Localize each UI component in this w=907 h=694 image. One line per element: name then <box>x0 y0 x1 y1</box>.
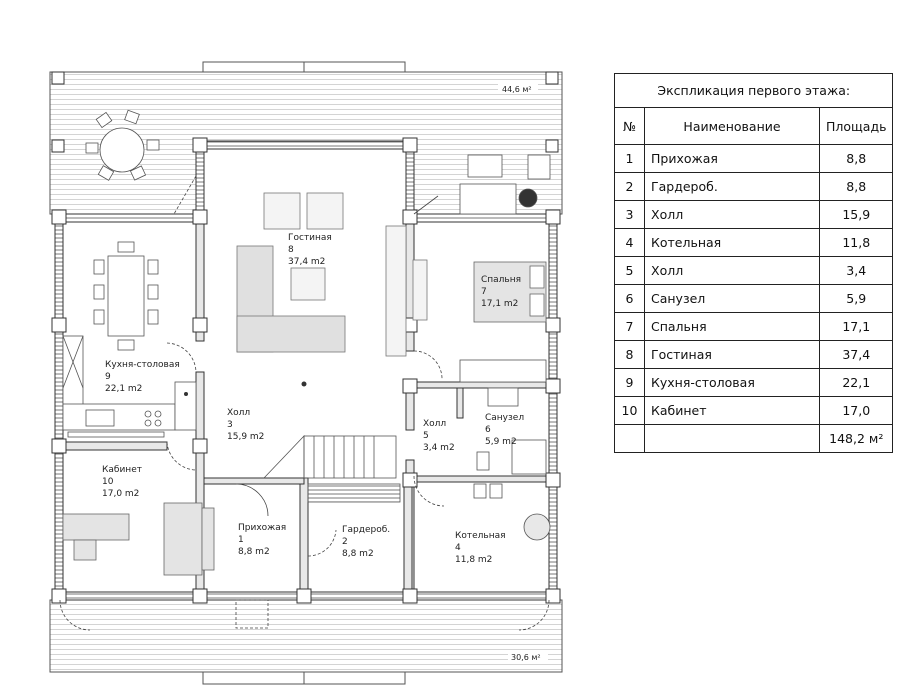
living-room-sofa <box>236 192 428 357</box>
stairs <box>263 435 401 503</box>
terrace-sofa <box>459 154 551 215</box>
svg-text:4: 4 <box>455 543 461 553</box>
svg-text:Спальня: Спальня <box>481 275 521 285</box>
room-label-bath: Санузел 6 5,9 m2 <box>485 413 524 447</box>
svg-text:1: 1 <box>238 535 244 545</box>
room-label-wardrobe: Гардероб. 2 8,8 m2 <box>342 525 390 559</box>
svg-text:10: 10 <box>102 477 114 487</box>
kitchen-counter <box>62 335 197 438</box>
table-total-row: 148,2 м² <box>614 424 894 453</box>
svg-text:11,8 m2: 11,8 m2 <box>455 555 492 565</box>
svg-text:8: 8 <box>288 245 294 255</box>
table-header: № Наименование Площадь <box>614 107 894 145</box>
explication-table: Экспликация первого этажа: № Наименовани… <box>613 73 894 453</box>
top-terrace-area: 44,6 м² <box>502 85 532 94</box>
room-label-entry: Прихожая 1 8,8 m2 <box>238 523 286 557</box>
svg-text:17,0 m2: 17,0 m2 <box>102 489 139 499</box>
svg-text:Прихожая: Прихожая <box>238 523 286 533</box>
header-number: № <box>614 107 645 145</box>
total-area: 148,2 м² <box>818 424 894 453</box>
svg-text:Кухня-столовая: Кухня-столовая <box>105 360 180 370</box>
floor-plan: 44,6 м² 30,6 м² <box>49 61 563 685</box>
room-label-office: Кабинет 10 17,0 m2 <box>102 465 142 499</box>
svg-text:8,8 m2: 8,8 m2 <box>238 547 270 557</box>
svg-text:3,4 m2: 3,4 m2 <box>423 443 455 453</box>
office-furniture <box>62 502 215 576</box>
svg-text:15,9 m2: 15,9 m2 <box>227 432 264 442</box>
svg-text:Гостиная: Гостиная <box>288 233 332 243</box>
boiler <box>523 513 551 541</box>
svg-text:17,1 m2: 17,1 m2 <box>481 299 518 309</box>
wall-posts <box>51 71 561 604</box>
header-area: Площадь <box>818 107 894 145</box>
svg-text:Котельная: Котельная <box>455 531 506 541</box>
svg-text:7: 7 <box>481 287 487 297</box>
svg-text:22,1 m2: 22,1 m2 <box>105 384 142 394</box>
bathroom-fixtures <box>459 359 547 499</box>
svg-text:Санузел: Санузел <box>485 413 524 423</box>
svg-text:2: 2 <box>342 537 348 547</box>
doors <box>59 175 550 631</box>
svg-text:37,4 m2: 37,4 m2 <box>288 257 325 267</box>
svg-text:Холл: Холл <box>423 419 446 429</box>
svg-text:Гардероб.: Гардероб. <box>342 525 390 535</box>
svg-text:Холл: Холл <box>227 408 250 418</box>
svg-text:3: 3 <box>227 420 233 430</box>
header-name: Наименование <box>644 107 820 145</box>
bedroom-bed <box>473 261 547 323</box>
svg-text:Кабинет: Кабинет <box>102 465 142 475</box>
bottom-terrace: 30,6 м² <box>49 599 563 685</box>
svg-text:5,9 m2: 5,9 m2 <box>485 437 517 447</box>
kitchen-dining-table <box>93 241 159 351</box>
bottom-terrace-area: 30,6 м² <box>511 653 541 662</box>
room-label-hall-3: Холл 3 15,9 m2 <box>227 408 264 442</box>
room-label-living: Гостиная 8 37,4 m2 <box>288 233 332 267</box>
room-label-boiler: Котельная 4 11,8 m2 <box>455 531 506 565</box>
svg-text:6: 6 <box>485 425 491 435</box>
room-label-bedroom: Спальня 7 17,1 m2 <box>481 275 521 309</box>
room-label-hall-5: Холл 5 3,4 m2 <box>423 419 455 453</box>
ceiling-lights <box>184 381 307 396</box>
svg-text:5: 5 <box>423 431 429 441</box>
svg-text:8,8 m2: 8,8 m2 <box>342 549 374 559</box>
table-title: Экспликация первого этажа: <box>613 73 894 108</box>
svg-text:9: 9 <box>105 372 111 382</box>
terrace-round-table <box>85 109 160 181</box>
room-label-kitchen: Кухня-столовая 9 22,1 m2 <box>105 360 180 394</box>
